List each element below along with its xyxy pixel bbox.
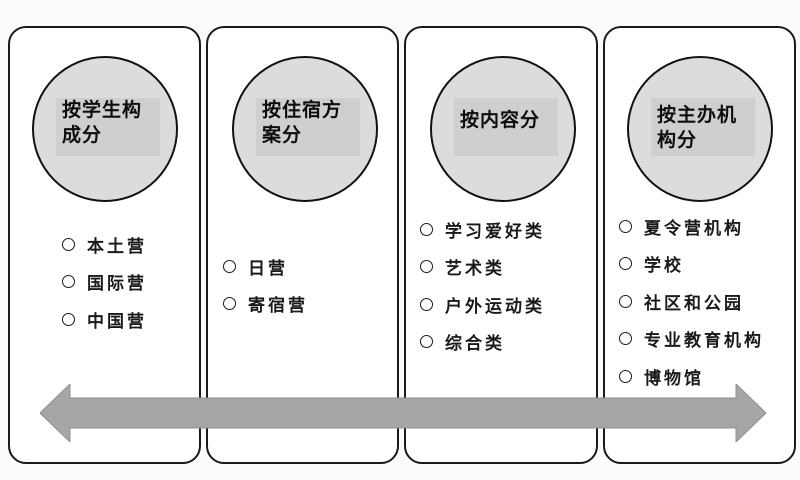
category-circle-content: 按内容分	[430, 56, 576, 202]
title-line: 按住宿方	[262, 99, 343, 121]
panel-student-composition: 按学生构 成分 本土营 国际营 中国营	[8, 26, 201, 464]
circle-bullet-icon	[619, 294, 632, 308]
list-item: 学校	[619, 254, 794, 276]
list-item: 艺术类	[420, 257, 596, 279]
panel-accommodation: 按住宿方 案分 日营 寄宿营	[206, 26, 399, 464]
list-item: 博物馆	[619, 366, 794, 389]
circle-bullet-icon	[619, 332, 632, 345]
item-list: 日营 寄宿营	[208, 256, 397, 331]
circle-bullet-icon	[619, 219, 632, 233]
category-title-organizer: 按主办机 构分	[657, 103, 757, 153]
list-item: 中国营	[62, 309, 199, 332]
list-item: 专业教育机构	[619, 329, 794, 351]
item-list: 学习爱好类 艺术类 户外运动类 综合类	[406, 219, 596, 369]
circle-bullet-icon	[62, 237, 75, 251]
title-line: 构分	[657, 129, 698, 151]
title-line: 按学生构	[62, 99, 143, 121]
title-line: 成分	[62, 124, 103, 146]
category-circle-organizer: 按主办机 构分	[627, 56, 773, 202]
double-arrow-icon	[40, 384, 766, 442]
list-item: 社区和公园	[619, 291, 794, 314]
category-title-student-composition: 按学生构 成分	[62, 98, 162, 148]
circle-bullet-icon	[62, 312, 75, 326]
category-title-accommodation: 按住宿方 案分	[262, 98, 362, 148]
list-item: 综合类	[420, 332, 596, 354]
title-line: 案分	[262, 124, 303, 146]
category-circle-accommodation: 按住宿方 案分	[232, 56, 378, 202]
item-list: 本土营 国际营 中国营	[10, 234, 199, 347]
list-item: 寄宿营	[223, 294, 397, 316]
list-item: 日营	[223, 256, 397, 279]
panel-content: 按内容分 学习爱好类 艺术类 户外运动类 综合类	[404, 26, 598, 464]
title-line: 按内容分	[460, 109, 541, 131]
category-title-content: 按内容分	[460, 108, 560, 133]
circle-bullet-icon	[223, 259, 236, 273]
category-circle-student-composition: 按学生构 成分	[32, 56, 178, 202]
circle-bullet-icon	[420, 260, 433, 273]
title-line: 按主办机	[657, 104, 738, 126]
circle-bullet-icon	[223, 297, 236, 310]
list-item: 学习爱好类	[420, 219, 596, 242]
list-item: 户外运动类	[420, 294, 596, 317]
label-box	[256, 98, 360, 156]
circle-bullet-icon	[619, 257, 632, 270]
circle-bullet-icon	[62, 275, 75, 288]
list-item: 本土营	[62, 234, 199, 257]
panel-organizer: 按主办机 构分 夏令营机构 学校 社区和公园 专业教育机构 博物馆	[603, 26, 796, 464]
circle-bullet-icon	[619, 369, 632, 383]
circle-bullet-icon	[420, 222, 433, 236]
label-box	[56, 98, 160, 156]
item-list: 夏令营机构 学校 社区和公园 专业教育机构 博物馆	[605, 216, 794, 404]
circle-bullet-icon	[420, 297, 433, 311]
list-item: 国际营	[62, 272, 199, 294]
list-item: 夏令营机构	[619, 216, 794, 239]
label-box	[651, 98, 755, 156]
circle-bullet-icon	[420, 335, 433, 348]
label-box	[454, 98, 558, 156]
